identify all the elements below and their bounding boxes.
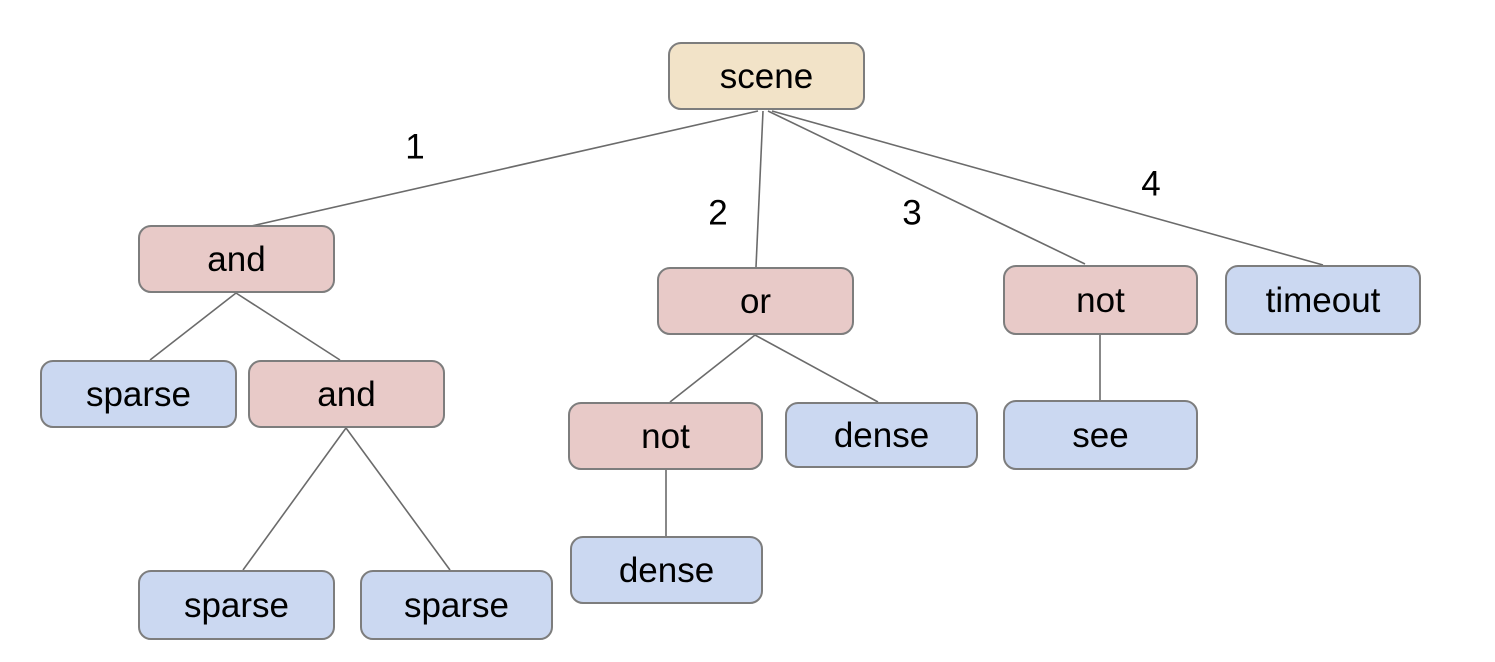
edge-and2-to-sparse3 [345,427,451,571]
node-label: not [641,416,690,456]
node-label: scene [719,56,814,96]
node-dense2: dense [570,536,763,604]
node-label: see [1072,415,1129,455]
node-label: timeout [1265,280,1381,320]
edge-scene-to-or1 [755,110,764,268]
node-label: sparse [85,374,192,414]
node-and1: and [138,225,335,293]
node-sparse1: sparse [40,360,237,428]
node-see: see [1003,400,1198,470]
edge-or1-to-not2 [669,334,756,403]
node-dense1: dense [785,402,978,468]
node-label: and [207,239,266,279]
node-label: not [1076,280,1125,320]
node-timeout: timeout [1225,265,1421,335]
edge-label-2: 2 [708,193,728,233]
node-not2: not [568,402,763,470]
node-and2: and [248,360,445,428]
edge-scene-to-timeout [771,110,1324,266]
edge-scene-to-not1 [767,110,1086,265]
node-sparse2: sparse [138,570,335,640]
edge-label-1: 1 [405,127,425,167]
edge-or1-to-dense1 [754,334,879,403]
node-or1: or [657,267,854,335]
edge-label-4: 4 [1141,164,1161,204]
node-label: and [317,374,376,414]
node-label: dense [618,550,715,590]
edge-and2-to-sparse2 [242,427,347,571]
edge-scene-to-and1 [246,110,759,228]
edge-label-3: 3 [902,193,922,233]
node-label: sparse [183,585,290,625]
node-label: or [739,281,772,321]
edge-and1-to-sparse1 [149,292,237,361]
node-scene: scene [668,42,865,110]
node-sparse3: sparse [360,570,553,640]
edge-and1-to-and2 [235,292,341,361]
node-label: sparse [403,585,510,625]
node-label: dense [833,415,930,455]
node-not1: not [1003,265,1198,335]
